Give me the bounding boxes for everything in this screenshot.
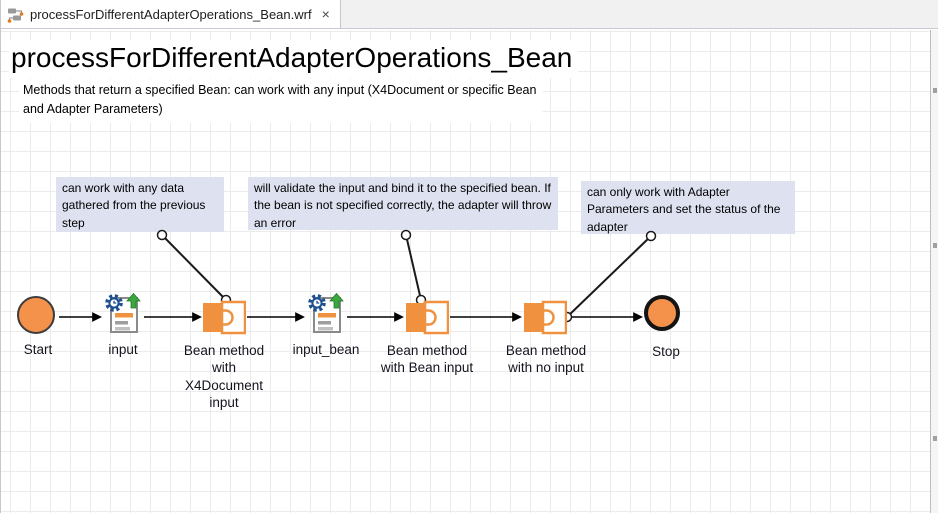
- node-stop[interactable]: [644, 295, 680, 331]
- tab-workflow-file[interactable]: processForDifferentAdapterOperations_Bea…: [1, 0, 341, 28]
- stop-event-icon: [644, 295, 680, 331]
- tab-label: processForDifferentAdapterOperations_Bea…: [30, 6, 312, 22]
- document-mapping-icon: [105, 292, 141, 333]
- node-label: input: [108, 342, 138, 357]
- editor-tab-bar: processForDifferentAdapterOperations_Bea…: [1, 0, 938, 29]
- vertical-scrollbar[interactable]: [930, 30, 938, 513]
- document-mapping-icon: [308, 292, 344, 333]
- scrollbar-marker: [933, 87, 937, 93]
- node-label: Start: [23, 342, 53, 357]
- annotation-note[interactable]: can only work with Adapter Parameters an…: [581, 181, 795, 234]
- workflow-canvas: processForDifferentAdapterOperations_Bea…: [1, 30, 938, 513]
- annotation-note[interactable]: will validate the input and bind it to t…: [248, 177, 558, 230]
- node-label: Bean method with no input: [505, 343, 587, 376]
- start-event-icon: [17, 296, 55, 334]
- annotation-note[interactable]: can work with any data gathered from the…: [56, 177, 224, 232]
- workflow-file-icon: [7, 6, 24, 23]
- node-input-bean[interactable]: [306, 292, 346, 341]
- node-label: input_bean: [292, 342, 360, 357]
- node-start[interactable]: [17, 296, 55, 334]
- node-input[interactable]: [103, 292, 143, 341]
- adapter-puzzle-icon: [203, 300, 247, 335]
- node-bean-method-no-input[interactable]: [523, 297, 568, 342]
- node-label: Bean method with Bean input: [380, 343, 474, 376]
- scrollbar-marker: [933, 242, 937, 248]
- close-icon[interactable]: ×: [321, 6, 330, 22]
- node-label: Stop: [652, 344, 680, 359]
- scrollbar-marker: [933, 435, 937, 441]
- node-label: Bean method with X4Document input: [183, 343, 265, 410]
- page-title: processForDifferentAdapterOperations_Bea…: [9, 40, 579, 78]
- node-bean-method-bean-input[interactable]: [405, 297, 450, 342]
- node-bean-method-x4document-input[interactable]: [202, 297, 247, 342]
- adapter-puzzle-icon: [406, 300, 450, 335]
- adapter-puzzle-icon: [524, 300, 568, 335]
- workflow-description: Methods that return a specified Bean: ca…: [19, 79, 543, 123]
